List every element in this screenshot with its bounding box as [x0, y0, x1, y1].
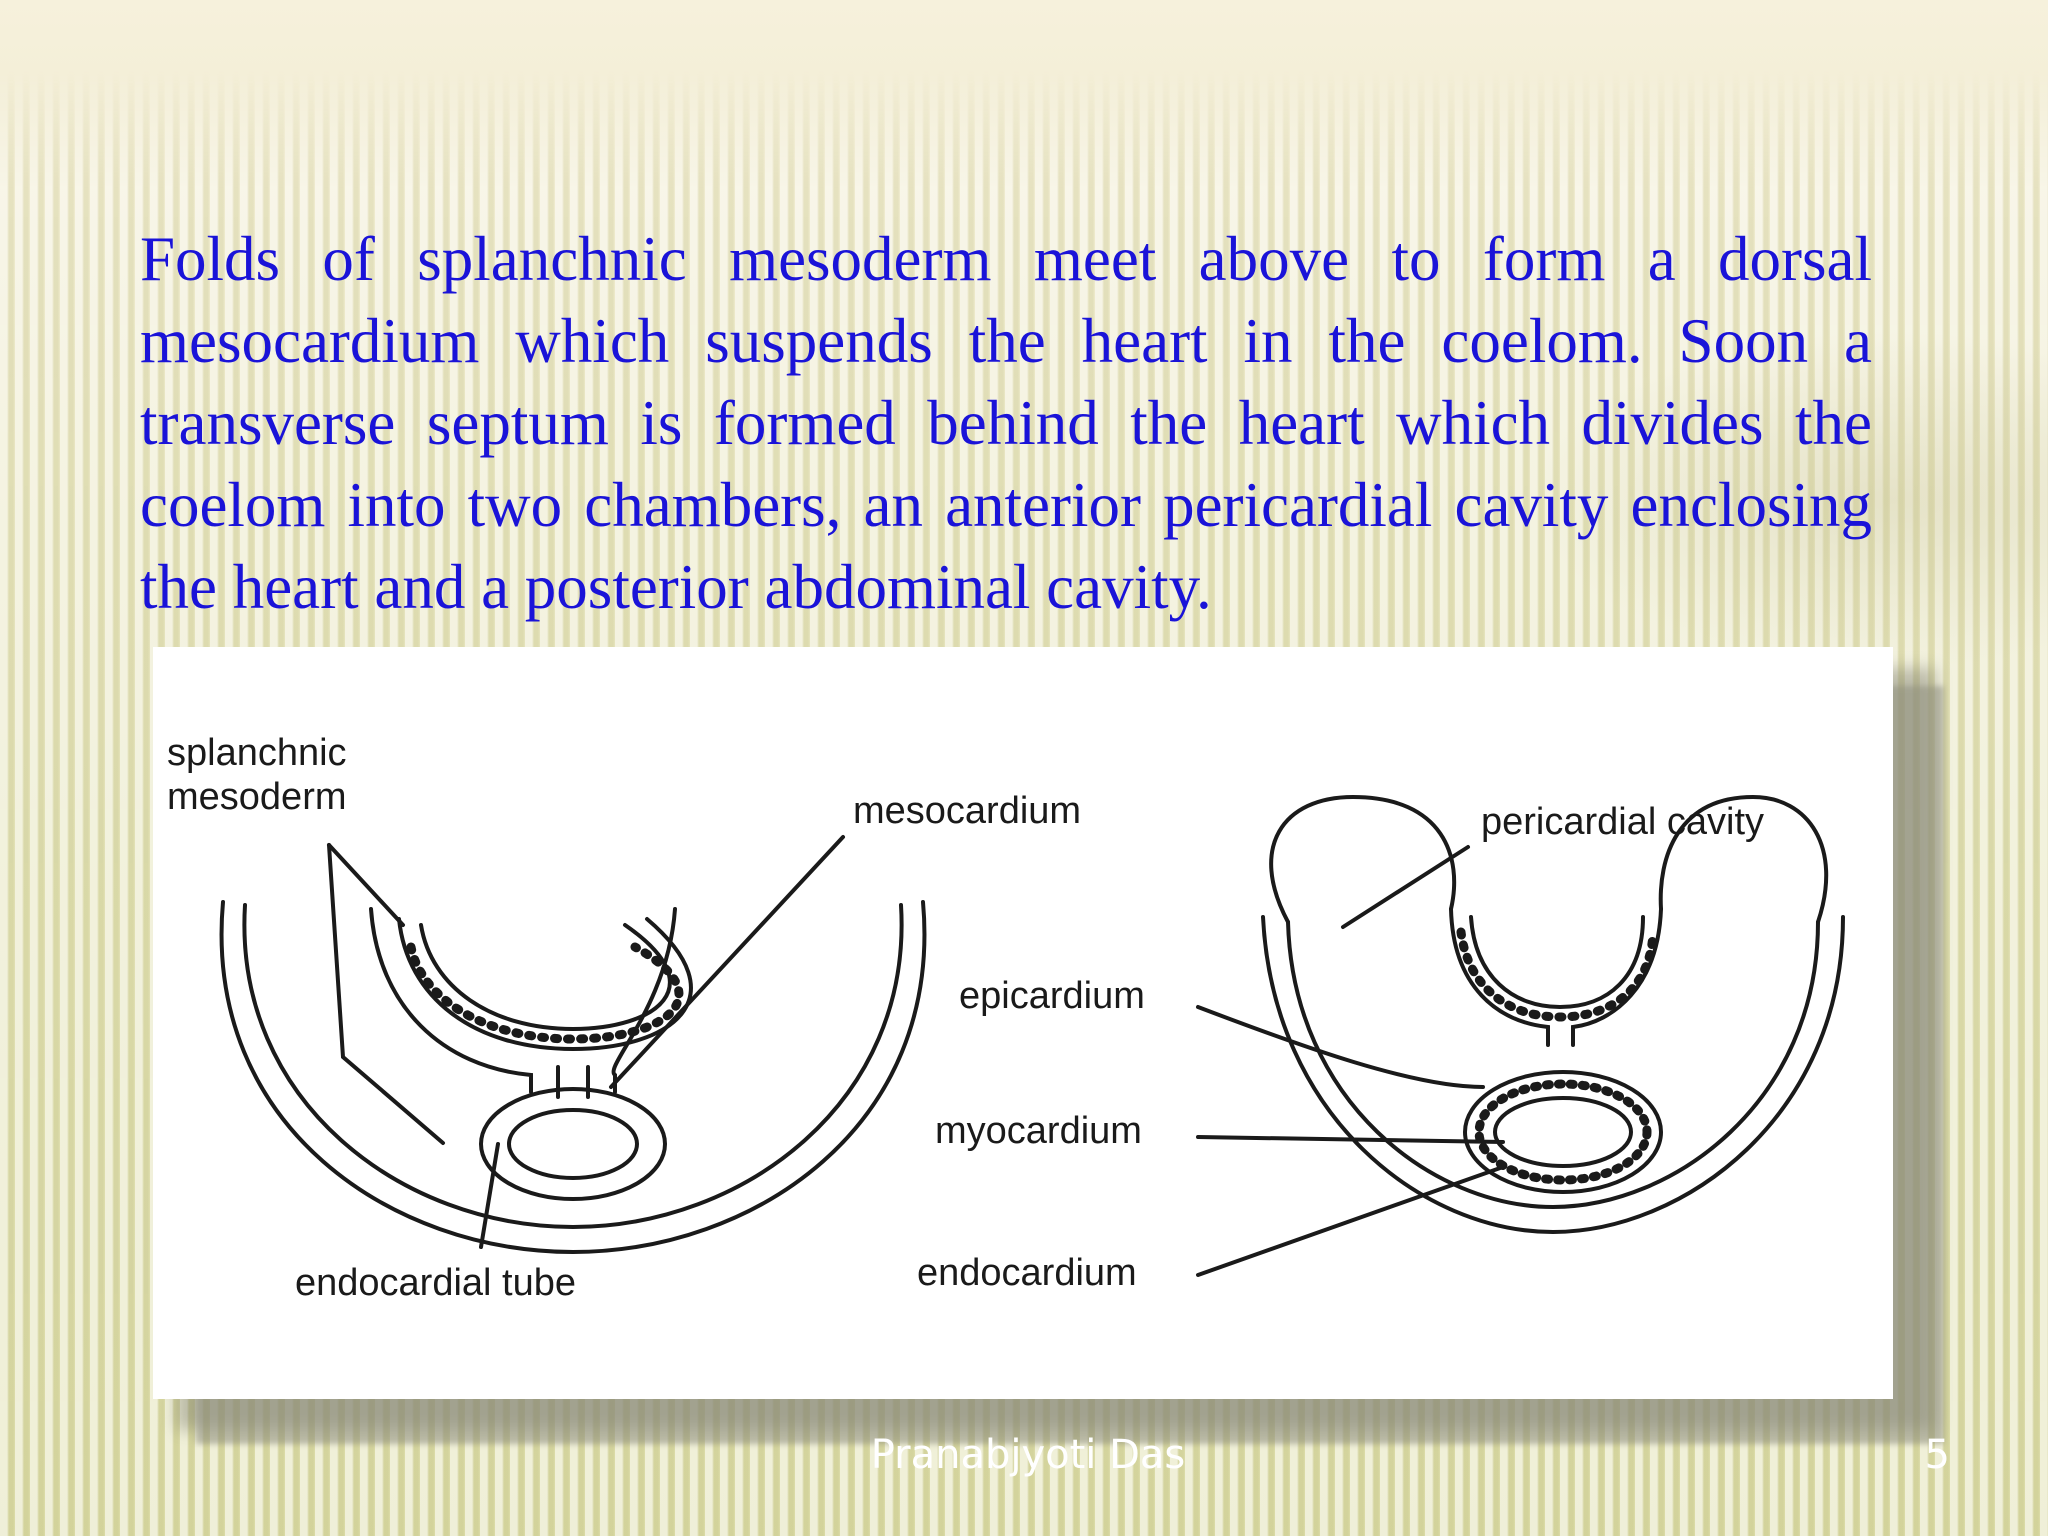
leader-splanchnic-a [327, 843, 445, 1145]
right-outer-wall-inner [1286, 920, 1820, 1210]
left-embryo-section [219, 835, 927, 1255]
leader-myocardium [1196, 1135, 1505, 1144]
leader-mesocardium [609, 835, 845, 1089]
left-mesocardium-stalk [556, 1065, 590, 1099]
leader-splanchnic-b [327, 843, 405, 927]
footer-author: Pranabjyoti Das [870, 1432, 1186, 1478]
leader-epicardium [1196, 1005, 1485, 1089]
right-cavity-lobe-right [1658, 794, 1829, 924]
right-fold-right [1571, 907, 1663, 1047]
label-splanchnic: splanchnic [167, 732, 347, 774]
right-fold-inner [1469, 915, 1645, 1010]
right-outer-wall [1261, 915, 1845, 1235]
left-fold-inner [397, 917, 693, 1052]
right-embryo-section [1196, 794, 1845, 1277]
right-cavity-lobe-left [1269, 794, 1457, 924]
label-mesocardium: mesocardium [853, 790, 1081, 832]
heart-diagram: splanchnic mesoderm mesocardium endocard… [167, 732, 1845, 1304]
leader-endocardium [1196, 1165, 1505, 1277]
right-endocardium-layer [1493, 1096, 1633, 1168]
label-epicardium: epicardium [959, 975, 1145, 1017]
page-number: 5 [1924, 1432, 1950, 1478]
slide-paragraph: Folds of splanchnic mesoderm meet above … [140, 224, 1872, 622]
heart-development-figure: splanchnic mesoderm mesocardium endocard… [153, 647, 1893, 1399]
label-myocardium: myocardium [935, 1110, 1142, 1152]
label-endocardium: endocardium [917, 1252, 1137, 1294]
right-fold-cells [1456, 927, 1658, 1022]
left-fold-outer-left [369, 907, 533, 1094]
right-fold-left [1449, 907, 1550, 1047]
leader-endocardial-tube [479, 1142, 500, 1249]
label-endocardial-tube: endocardial tube [295, 1262, 576, 1304]
label-pericardial-cavity: pericardial cavity [1481, 801, 1764, 843]
label-mesoderm: mesoderm [167, 776, 347, 818]
right-myocardium-layer [1474, 1079, 1652, 1185]
leader-pericardial-cavity [1341, 845, 1470, 929]
right-epicardium-layer [1463, 1070, 1663, 1194]
left-outer-wall [219, 900, 927, 1255]
left-fold-cells [406, 942, 684, 1044]
left-outer-wall-inner [242, 903, 904, 1230]
left-heart-tube-inner [507, 1108, 639, 1180]
left-heart-tube-outer [479, 1087, 667, 1201]
